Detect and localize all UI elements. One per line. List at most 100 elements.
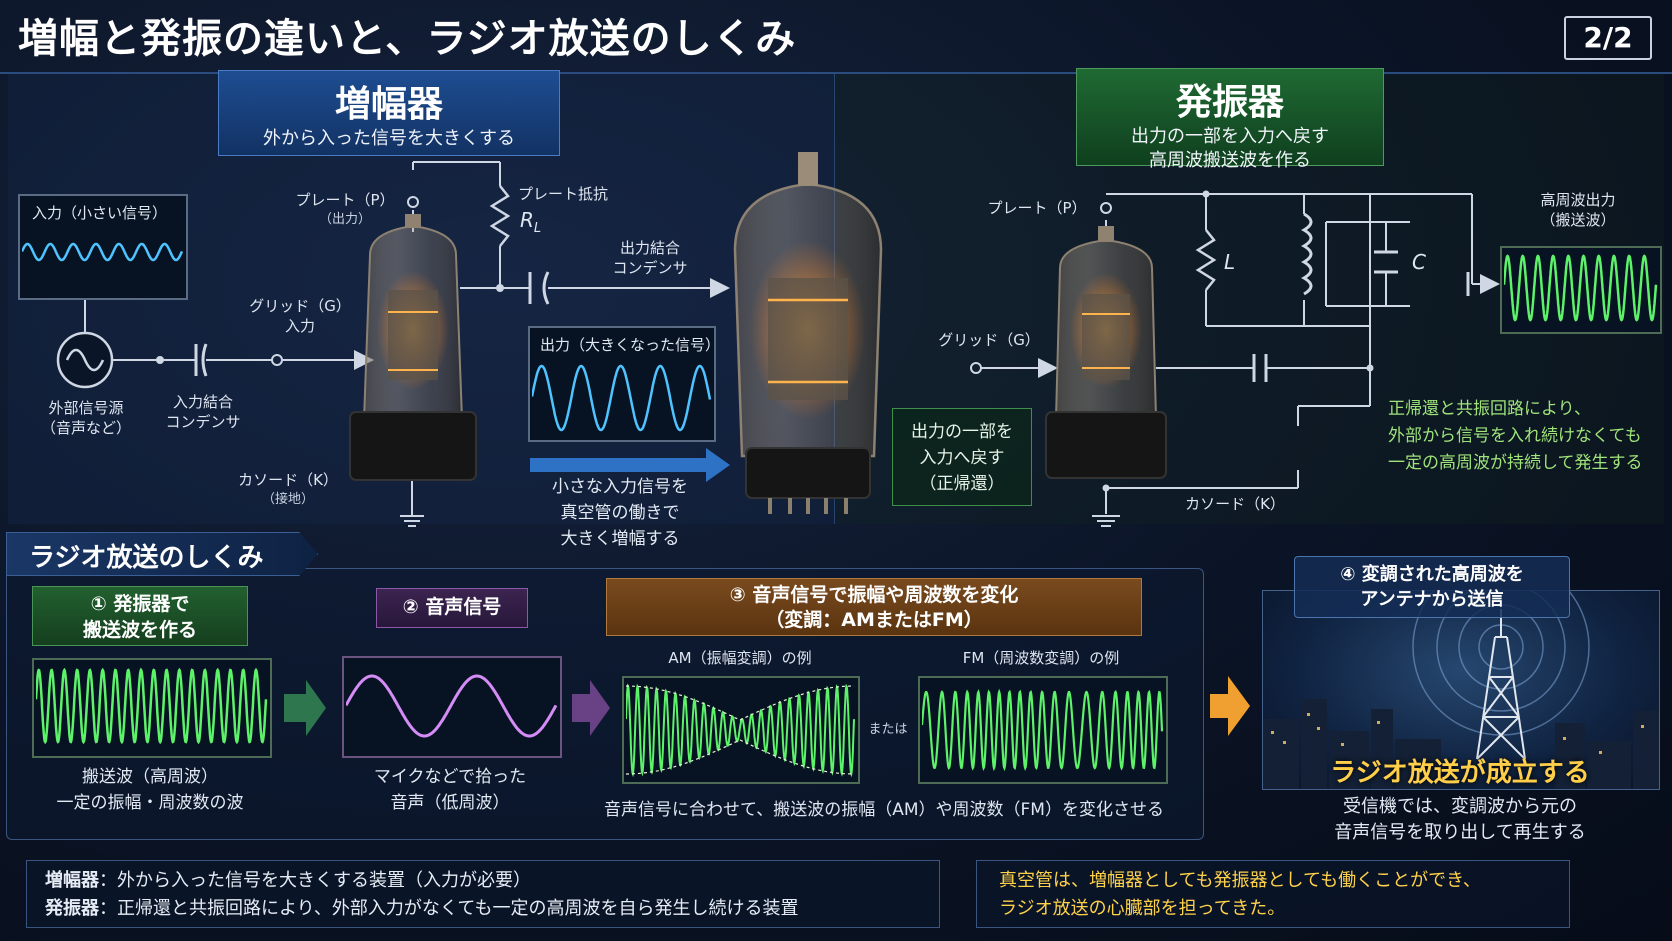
or-label: または <box>868 722 908 737</box>
osc-cathode-label: カソード（K） <box>1185 495 1285 513</box>
hf-output-label-1: 高周波出力 <box>1540 191 1616 209</box>
ac-source-icon <box>56 331 114 389</box>
oscillator-heading: 発振器 <box>1175 82 1284 123</box>
page-number: 2/2 <box>1564 16 1652 60</box>
broadcast-caption: ラジオ放送が成立する <box>1330 758 1590 788</box>
vacuum-tube-icon <box>733 152 883 514</box>
grid-label-2: 入力 <box>284 317 315 335</box>
summary-osc-desc: ：正帰還と共振回路により、外部入力がなくても一定の高周波を自ら発生し続ける装置 <box>99 898 799 919</box>
step-4-line-2: アンテナから送信 <box>1360 589 1504 610</box>
carrier-waveform <box>36 667 268 745</box>
step-4-line-1: ④ 変調された高周波を <box>1340 564 1524 585</box>
cathode-label: カソード（K） （接地） <box>228 470 348 510</box>
grid-label-1: グリッド（G） <box>249 297 351 315</box>
hf-output-label-2: （搬送波） <box>1540 211 1616 229</box>
ground-icon <box>400 512 424 527</box>
osc-plate-label: プレート（P） <box>987 199 1087 217</box>
arrow-right-icon <box>1210 676 1250 736</box>
source-label-1: 外部信号源 <box>48 399 124 417</box>
oscillator-note: 正帰還と共振回路により、 外部から信号を入れ続けなくても 一定の高周波が持続して… <box>1388 396 1664 477</box>
osc-grid-label: グリッド（G） <box>938 331 1040 349</box>
cathode-label-1: カソード（K） <box>238 471 338 489</box>
audio-caption: マイクなどで拾った 音声（低周波） <box>342 764 558 816</box>
audio-caption-1: マイクなどで拾った <box>373 767 527 787</box>
feedback-note-1: 出力の一部を <box>911 422 1013 442</box>
step-3-line-2: （変調：AMまたはFM） <box>765 609 983 631</box>
receiver-caption-2: 音声信号を取り出して再生する <box>1334 822 1586 843</box>
input-cap-label: 入力結合 コンデンサ <box>160 392 246 432</box>
input-cap-label-2: コンデンサ <box>165 413 241 431</box>
inductor-label: L <box>1224 250 1236 274</box>
carrier-caption-1: 搬送波（高周波） <box>82 767 218 787</box>
carrier-scope <box>32 658 272 758</box>
step-1-line-1: ① 発振器で <box>90 593 190 615</box>
output-cap-label: 出力結合 コンデンサ <box>600 238 700 278</box>
plate-label-1: プレート（P） <box>295 191 395 209</box>
amplifier-heading: 増幅器 <box>334 84 443 125</box>
oscillator-note-3: 一定の高周波が持続して発生する <box>1388 453 1643 473</box>
hf-output-waveform <box>1504 254 1658 322</box>
plate-label: プレート（P） （出力） <box>290 190 400 230</box>
radio-section-tab: ラジオ放送のしくみ <box>6 532 318 576</box>
resistor-symbol: RL <box>520 208 541 236</box>
source-label-2: （音声など） <box>40 419 131 437</box>
step-4-header: ④ 変調された高周波を アンテナから送信 <box>1294 556 1570 618</box>
output-scope: 出力（大きくなった信号） <box>528 326 721 442</box>
plate-resistor-label: プレート抵抗 <box>518 185 609 203</box>
summary-note: 真空管は、増幅器としても発振器としても働くことができ、 ラジオ放送の心臓部を担っ… <box>976 860 1570 928</box>
am-waveform <box>626 683 855 778</box>
hf-output-label: 高周波出力 （搬送波） <box>1508 190 1648 230</box>
input-waveform <box>22 242 184 262</box>
summary-amp-term: 増幅器 <box>45 870 99 891</box>
radio-section-title: ラジオ放送のしくみ <box>29 543 264 573</box>
audio-scope <box>342 656 562 758</box>
input-cap-label-1: 入力結合 <box>172 393 233 411</box>
summary-amp: 増幅器：外から入った信号を大きくする装置（入力が必要） <box>45 867 921 895</box>
fm-waveform <box>922 688 1164 772</box>
oscillator-header: 発振器 出力の一部を入力へ戻す 高周波搬送波を作る <box>1076 68 1384 171</box>
summary-amp-desc: ：外から入った信号を大きくする装置（入力が必要） <box>99 870 531 891</box>
output-scope-title: 出力（大きくなった信号） <box>540 336 721 354</box>
receiver-caption: 受信機では、変調波から元の 音声信号を取り出して再生する <box>1262 794 1658 846</box>
input-scope: 入力（小さい信号） <box>18 194 188 300</box>
am-scope <box>622 676 860 784</box>
fm-scope <box>918 676 1168 784</box>
oscillator-note-1: 正帰還と共振回路により、 <box>1388 399 1591 419</box>
amplifier-explain-3: 大きく増幅する <box>560 529 680 549</box>
modulation-caption: 音声信号に合わせて、搬送波の振幅（AM）や周波数（FM）を変化させる <box>604 800 1164 820</box>
am-label: AM（振幅変調）の例 <box>668 649 812 667</box>
feedback-note-2: 入力へ戻す <box>919 448 1005 468</box>
resistor-symbol-sub: L <box>533 221 542 236</box>
page-title: 増幅と発振の違いと、ラジオ放送のしくみ <box>18 16 797 62</box>
vacuum-tube-icon <box>349 214 477 481</box>
title-divider <box>0 72 1672 74</box>
step-3-line-1: ③ 音声信号で振幅や周波数を変化 <box>729 584 1019 606</box>
summary-definitions: 増幅器：外から入った信号を大きくする装置（入力が必要） 発振器：正帰還と共振回路… <box>26 860 940 928</box>
summary-note-2: ラジオ放送の心臓部を担ってきた。 <box>999 898 1286 919</box>
amplifier-explain-1: 小さな入力信号を <box>552 477 688 497</box>
audio-waveform <box>346 674 558 738</box>
amplifier-header: 増幅器 外から入った信号を大きくする <box>218 70 560 156</box>
amplifier-subheading: 外から入った信号を大きくする <box>263 128 515 149</box>
capacitor-label: C <box>1412 250 1426 274</box>
grid-label: グリッド（G） 入力 <box>240 296 360 336</box>
feedback-note-3: （正帰還） <box>919 474 1005 494</box>
broadcast-illustration <box>1262 590 1660 790</box>
hf-output-scope <box>1500 246 1662 334</box>
audio-caption-2: 音声（低周波） <box>390 793 510 813</box>
fm-label: FM（周波数変調）の例 <box>962 649 1120 667</box>
amplifier-explanation: 小さな入力信号を 真空管の働きで 大きく増幅する <box>530 474 710 552</box>
resistor-symbol-r: R <box>520 208 534 232</box>
summary-osc: 発振器：正帰還と共振回路により、外部入力がなくても一定の高周波を自ら発生し続ける… <box>45 895 921 923</box>
step-2-header: ② 音声信号 <box>376 588 528 628</box>
carrier-caption-2: 一定の振幅・周波数の波 <box>56 793 244 813</box>
summary-osc-term: 発振器 <box>45 898 99 919</box>
oscillator-sub-2: 高周波搬送波を作る <box>1149 150 1311 171</box>
feedback-note: 出力の一部を 入力へ戻す （正帰還） <box>892 408 1032 506</box>
vacuum-tube-icon <box>1045 226 1167 479</box>
step-3-header: ③ 音声信号で振幅や周波数を変化 （変調：AMまたはFM） <box>606 578 1142 636</box>
oscillator-note-2: 外部から信号を入れ続けなくても <box>1388 426 1642 446</box>
input-scope-title: 入力（小さい信号） <box>32 204 168 222</box>
output-cap-label-2: コンデンサ <box>612 259 688 277</box>
